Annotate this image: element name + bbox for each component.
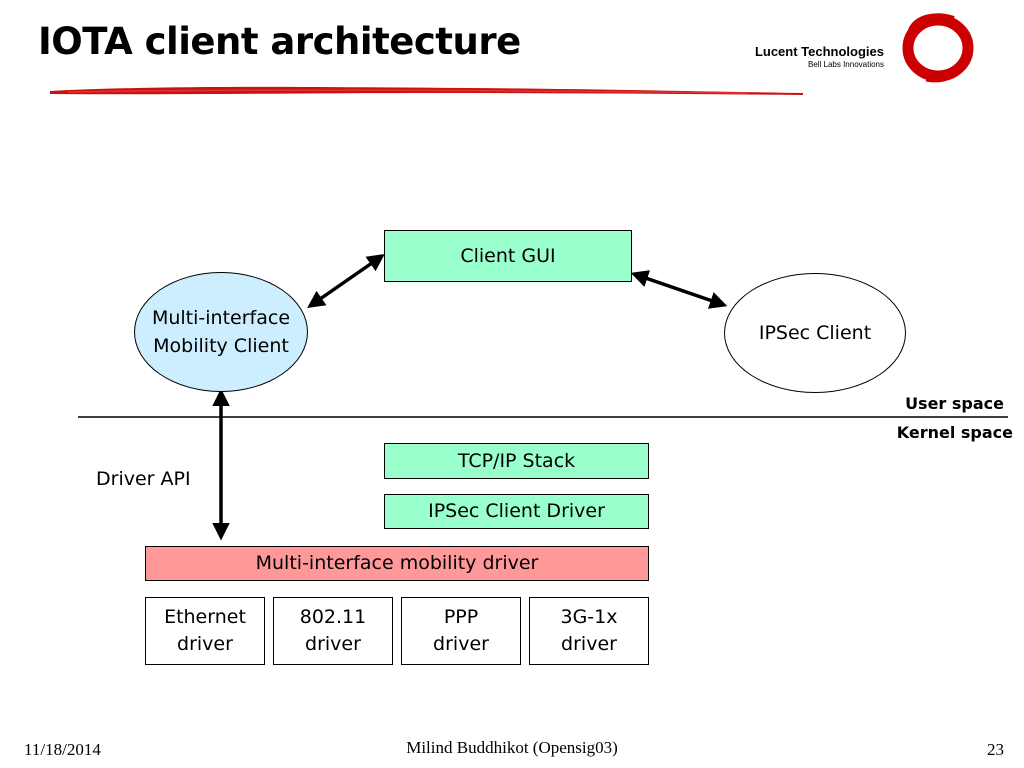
innovation-ring-icon xyxy=(902,13,974,83)
driver-label-line1: Ethernet xyxy=(164,606,246,628)
driver-label-line2: driver xyxy=(177,633,233,655)
ipsec-driver-label: IPSec Client Driver xyxy=(428,500,605,522)
footer-author: Milind Buddhikot (Opensig03) xyxy=(406,738,618,757)
user-space-label: User space xyxy=(905,394,1004,413)
driver-box-ethernet: Ethernet driver xyxy=(145,597,265,665)
arrow-mobility-to-gui xyxy=(307,254,385,308)
kernel-space-label: Kernel space xyxy=(896,423,1013,442)
mobility-driver-box: Multi-interface mobility driver xyxy=(145,546,649,581)
mobility-client-line2: Mobility Client xyxy=(153,335,289,357)
client-gui-label: Client GUI xyxy=(460,244,556,267)
page-number: 23 xyxy=(987,740,1004,759)
company-logo: Lucent Technologies Bell Labs Innovation… xyxy=(736,44,884,69)
arrow-gui-to-ipsec xyxy=(630,270,728,309)
driver-api-label: Driver API xyxy=(96,468,191,490)
footer-date: 11/18/2014 xyxy=(24,740,101,759)
driver-label-line1: 3G-1x xyxy=(560,606,618,628)
title-underline xyxy=(50,86,803,95)
company-tagline: Bell Labs Innovations xyxy=(807,60,884,69)
driver-box-ppp: PPP driver xyxy=(401,597,521,665)
client-gui-box: Client GUI xyxy=(384,230,632,282)
driver-label-line1: 802.11 xyxy=(299,606,367,628)
tcpip-stack-box: TCP/IP Stack xyxy=(384,443,649,479)
ipsec-driver-box: IPSec Client Driver xyxy=(384,494,649,529)
driver-label-line1: PPP xyxy=(443,606,479,628)
tcpip-stack-label: TCP/IP Stack xyxy=(457,449,576,472)
ipsec-client-label: IPSec Client xyxy=(758,322,872,344)
mobility-driver-label: Multi-interface mobility driver xyxy=(255,552,539,574)
driver-box-3g1x: 3G-1x driver xyxy=(529,597,649,665)
mobility-client-node: Multi-interface Mobility Client xyxy=(134,272,308,392)
ipsec-client-node: IPSec Client xyxy=(724,273,906,393)
driver-label-line2: driver xyxy=(305,633,361,655)
driver-label-line2: driver xyxy=(433,633,489,655)
slide-title: IOTA client architecture xyxy=(38,20,521,63)
mobility-client-line1: Multi-interface xyxy=(151,307,291,329)
driver-label-line2: driver xyxy=(561,633,617,655)
driver-box-80211: 802.11 driver xyxy=(273,597,393,665)
company-name: Lucent Technologies xyxy=(754,44,884,59)
